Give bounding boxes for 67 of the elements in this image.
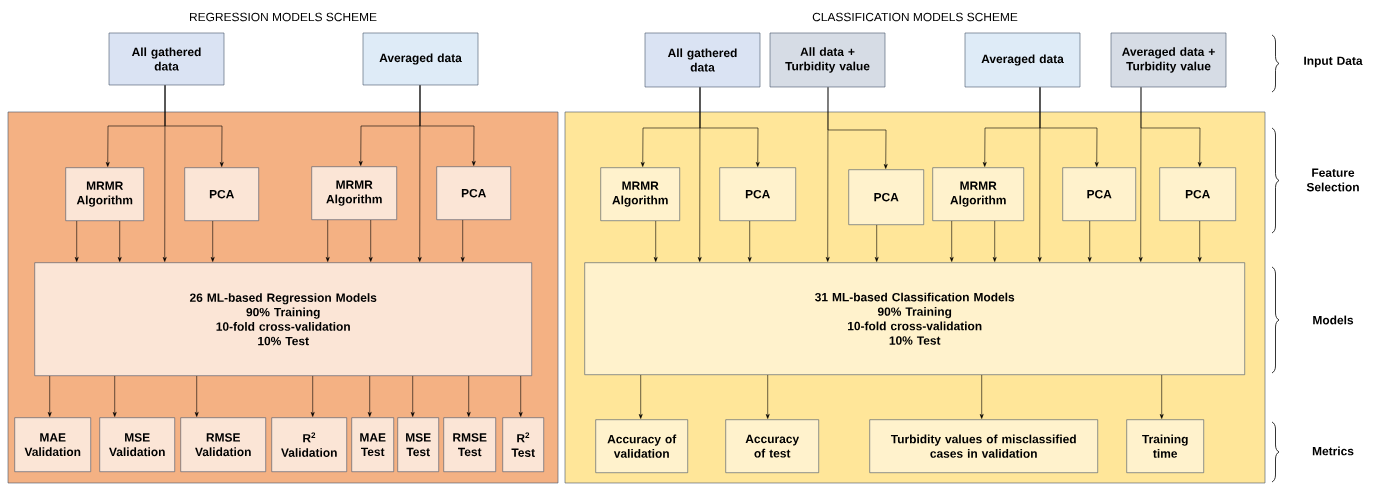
- input-box: Averaged data: [362, 32, 479, 86]
- input-box: All gathered data: [644, 32, 761, 88]
- arrow: [638, 374, 643, 419]
- input-box: All gathered data: [108, 32, 225, 86]
- metric-box: Accuracy of validation: [595, 419, 688, 473]
- arrow: [765, 374, 770, 419]
- feature-box: MRMR Algorithm: [932, 167, 1024, 221]
- scheme-title: CLASSIFICATION MODELS SCHEME: [812, 12, 1018, 22]
- stage-label: Metrics: [1312, 446, 1354, 456]
- metric-box: MSE Validation: [99, 417, 175, 472]
- arrow: [518, 375, 523, 417]
- feature-box: PCA: [1062, 167, 1136, 221]
- feature-box: PCA: [1159, 167, 1236, 221]
- arrow: [874, 224, 879, 262]
- arrow: [47, 375, 52, 417]
- arrow: [368, 219, 373, 262]
- feature-box: MRMR Algorithm: [65, 167, 144, 221]
- arrow: [325, 219, 330, 262]
- arrow: [949, 220, 954, 262]
- input-box: Averaged data + Turbidity value: [1110, 32, 1227, 88]
- arrow: [112, 375, 117, 417]
- arrow: [117, 220, 122, 262]
- arrow: [410, 375, 415, 417]
- input-box: All data + Turbidity value: [769, 32, 886, 88]
- feature-box: MRMR Algorithm: [600, 167, 680, 221]
- arrow: [979, 374, 984, 419]
- stage-label: Feature Selection: [1306, 168, 1359, 192]
- model-box: 26 ML-based Regression Models 90% Training 10-fold cross-validation 10% Test: [34, 262, 532, 376]
- arrow: [417, 85, 422, 262]
- metric-box: Accuracy of test: [725, 419, 819, 473]
- arrow: [653, 220, 658, 262]
- arrow: [697, 87, 702, 262]
- arrow: [1159, 374, 1164, 419]
- stage-label: Input Data: [1304, 56, 1363, 68]
- feature-box: PCA: [184, 167, 259, 221]
- arrow: [194, 375, 199, 417]
- scheme-title: REGRESSION MODELS SCHEME: [190, 12, 377, 22]
- metric-box: MSE Test: [397, 417, 439, 472]
- metric-box: R$^{2}$ Validation: [271, 417, 347, 472]
- arrow: [460, 219, 465, 262]
- arrow: [992, 220, 997, 262]
- arrow: [210, 220, 215, 262]
- arrow: [1087, 220, 1092, 262]
- metric-box: Turbidity values of misclassified cases in validation: [869, 419, 1098, 473]
- feature-box: MRMR Algorithm: [311, 166, 397, 220]
- feature-box: PCA: [719, 167, 796, 221]
- stage-label: Models: [1313, 315, 1354, 325]
- metric-box: Training time: [1126, 419, 1204, 473]
- arrow: [367, 375, 372, 417]
- model-box: 31 ML-based Classification Models 90% Training 10-fold cross-validation 10% Test: [584, 262, 1245, 375]
- metric-box: MAE Validation: [14, 417, 91, 472]
- arrow: [747, 220, 752, 262]
- input-box: Averaged data: [964, 32, 1081, 88]
- arrow: [1037, 87, 1042, 262]
- arrow: [74, 220, 79, 262]
- metric-box: MAE Test: [351, 417, 394, 472]
- feature-box: PCA: [436, 166, 511, 220]
- metric-box: RMSE Test: [443, 417, 496, 472]
- arrow: [1138, 87, 1143, 262]
- metric-box: RMSE Validation: [180, 417, 266, 472]
- metric-box: R$^{2}$ Test: [502, 417, 544, 472]
- arrow: [825, 87, 830, 262]
- feature-box: PCA: [848, 169, 924, 225]
- arrow: [162, 85, 167, 262]
- arrow: [466, 375, 471, 417]
- arrow: [1197, 220, 1202, 262]
- arrow: [310, 375, 315, 417]
